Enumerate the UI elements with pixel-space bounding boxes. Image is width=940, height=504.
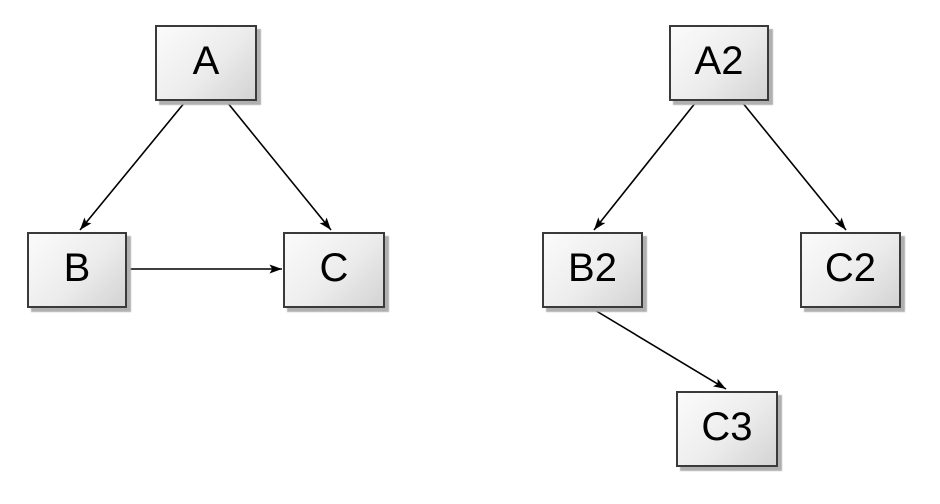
node-A2[interactable]: A2 (669, 25, 769, 101)
edge-A2-to-B2 (593, 101, 697, 231)
node-C2[interactable]: C2 (800, 232, 901, 308)
node-C[interactable]: C (283, 232, 385, 308)
node-label: A (192, 39, 220, 83)
node-label: B (63, 246, 91, 290)
node-C3[interactable]: C3 (676, 391, 778, 467)
node-label: C2 (824, 246, 877, 290)
edge-A-to-C (226, 101, 332, 231)
edge-B2-to-C3 (592, 308, 727, 390)
node-B[interactable]: B (27, 232, 127, 308)
node-B2[interactable]: B2 (542, 232, 643, 308)
edge-A-to-B (79, 101, 186, 231)
node-label: C (319, 246, 349, 290)
node-A[interactable]: A (155, 25, 257, 101)
node-label: C3 (701, 405, 753, 449)
edge-A2-to-C2 (741, 101, 847, 231)
node-label: B2 (568, 246, 617, 290)
node-label: A2 (694, 39, 744, 83)
